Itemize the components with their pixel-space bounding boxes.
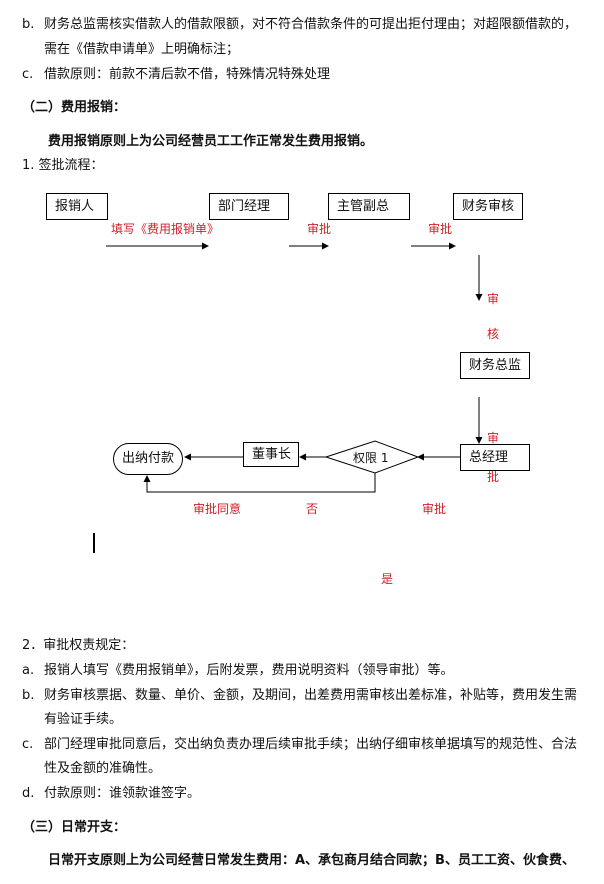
section-heading-daily: （三）日常开支： xyxy=(22,820,127,835)
label-approve-v2: 批 xyxy=(487,470,500,484)
daily-principle: 日常开支原则上为公司经营日常发生费用：A、承包商月结合同款；B、员工工资、伙食费… xyxy=(48,853,575,868)
text-c-line-top: 借款原则：前款不清后款不借，特殊情况特殊处理 xyxy=(44,67,331,82)
list-label-b: b. xyxy=(22,688,35,703)
box-reimburser: 报销人 xyxy=(46,193,108,220)
box-chairman: 董事长 xyxy=(243,442,299,467)
label-review-2: 核 xyxy=(487,327,500,341)
text-c-line1: 部门经理审批同意后，交出纳负责办理后续审批手续；出纳仔细审核单据填写的规范性、合… xyxy=(44,737,578,752)
decision-diamond xyxy=(324,440,420,474)
text-d-line: 付款原则：谁领款谁签字。 xyxy=(44,786,201,801)
label-no: 否 xyxy=(306,502,319,516)
approval-rules-heading: 2．审批权责规定： xyxy=(22,638,135,653)
label-review-1: 审 xyxy=(487,292,500,306)
text-b-line1-top: 财务总监需核实借款人的借款限额，对不符合借款条件的可提出拒付理由；对超限额借款的… xyxy=(44,17,578,32)
box-finance-review: 财务审核 xyxy=(453,193,523,220)
text-b-line2: 有验证手续。 xyxy=(44,712,123,727)
text-cursor xyxy=(93,533,95,553)
expense-principle: 费用报销原则上为公司经营员工工作正常发生费用报销。 xyxy=(48,134,374,149)
label-approve-2: 审批 xyxy=(428,222,453,236)
text-b-line1: 财务审核票据、数量、单价、金额，及期间，出差费用需审核出差标准，补贴等，费用发生… xyxy=(44,688,578,703)
section-heading-expense: （二）费用报销： xyxy=(22,100,127,115)
label-fill-form: 填写《费用报销单》 xyxy=(111,222,220,236)
approval-process-title: 1. 签批流程： xyxy=(22,158,104,173)
list-label-a: a. xyxy=(22,663,35,678)
list-label-c-top: c. xyxy=(22,67,34,82)
text-b-line2-top: 需在《借款申请单》上明确标注； xyxy=(44,42,240,57)
list-label-d: d. xyxy=(22,786,35,801)
diamond-label: 权限 1 xyxy=(353,451,389,465)
label-yes: 是 xyxy=(381,572,394,586)
box-dept-manager: 部门经理 xyxy=(209,193,289,220)
box-gm: 总经理 xyxy=(460,444,530,471)
box-vp: 主管副总 xyxy=(328,193,410,220)
label-approved: 审批同意 xyxy=(193,502,242,516)
list-label-b-top: b. xyxy=(22,17,35,32)
text-c-line2: 性及金额的准确性。 xyxy=(44,761,162,776)
list-label-c: c. xyxy=(22,737,34,752)
box-cfo: 财务总监 xyxy=(460,352,530,379)
label-approve-3: 审批 xyxy=(422,502,447,516)
label-approve-v1: 审 xyxy=(487,431,500,445)
label-approve-1: 审批 xyxy=(307,222,332,236)
text-a-line: 报销人填写《费用报销单》，后附发票，费用说明资料（领导审批）等。 xyxy=(44,663,454,678)
box-cashier-pay: 出纳付款 xyxy=(113,443,183,475)
